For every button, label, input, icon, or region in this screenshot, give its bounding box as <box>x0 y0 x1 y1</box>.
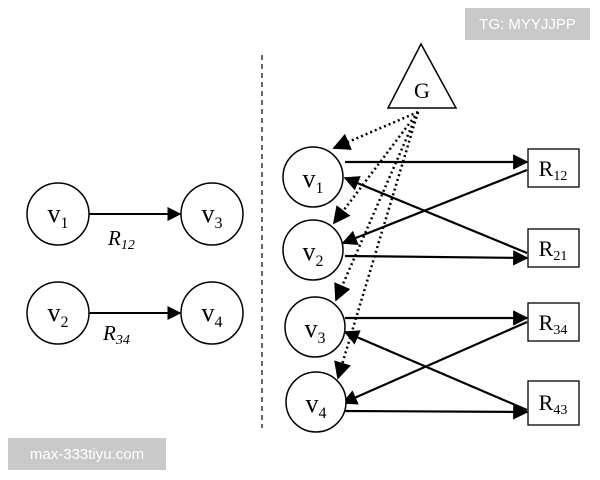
svg-text:v3: v3 <box>305 314 326 347</box>
node-v2: v2 <box>26 281 90 345</box>
edge-r12-v2 <box>341 168 528 246</box>
gen-edge-v4 <box>334 111 420 380</box>
relation-r43: R43 <box>527 380 580 426</box>
edge-r34-v4 <box>341 320 528 405</box>
edge-r21-v1 <box>343 176 528 255</box>
node-v3-right: v3 <box>284 296 346 358</box>
svg-text:R12: R12 <box>539 156 568 184</box>
gen-edge-v3 <box>334 111 420 302</box>
svg-text:G: G <box>414 78 430 103</box>
svg-text:v3: v3 <box>202 199 223 232</box>
relation-edges <box>341 154 529 420</box>
svg-text:v4: v4 <box>202 298 223 331</box>
relation-r21: R21 <box>527 228 580 268</box>
node-v1: v1 <box>26 182 90 246</box>
generator-edges <box>332 110 420 380</box>
left-panel: v1 v3 v2 v4 R12 R34 <box>26 182 244 348</box>
relation-r12: R12 <box>527 148 580 188</box>
node-v4-right: v4 <box>285 371 347 433</box>
generator-node: G <box>386 42 458 109</box>
svg-text:v1: v1 <box>303 164 324 197</box>
edge-label-r34: R34 <box>102 321 130 348</box>
watermark-top-right: TG: MYYJJPP <box>465 8 590 40</box>
edge-v4-r43 <box>344 404 529 420</box>
node-v1-right: v1 <box>282 146 344 208</box>
svg-text:v1: v1 <box>48 199 69 232</box>
gen-edge-v1 <box>332 110 419 150</box>
svg-text:v2: v2 <box>48 298 69 331</box>
right-panel: G v1 v2 v <box>282 42 580 433</box>
node-v3: v3 <box>180 182 244 246</box>
edge-v2-r21 <box>344 250 529 266</box>
svg-text:R34: R34 <box>539 310 568 338</box>
edge-label-r12: R12 <box>107 226 135 253</box>
svg-text:R21: R21 <box>539 236 568 264</box>
relation-r34: R34 <box>527 302 580 342</box>
svg-text:v4: v4 <box>306 389 327 422</box>
node-v4: v4 <box>180 281 244 345</box>
svg-text:v2: v2 <box>303 237 324 270</box>
svg-text:R43: R43 <box>539 390 568 418</box>
node-v2-right: v2 <box>282 219 344 281</box>
watermark-bottom-left: max-333tiyu.com <box>8 438 166 470</box>
edge-r43-v3 <box>343 330 528 412</box>
gen-edge-v2 <box>332 111 419 225</box>
